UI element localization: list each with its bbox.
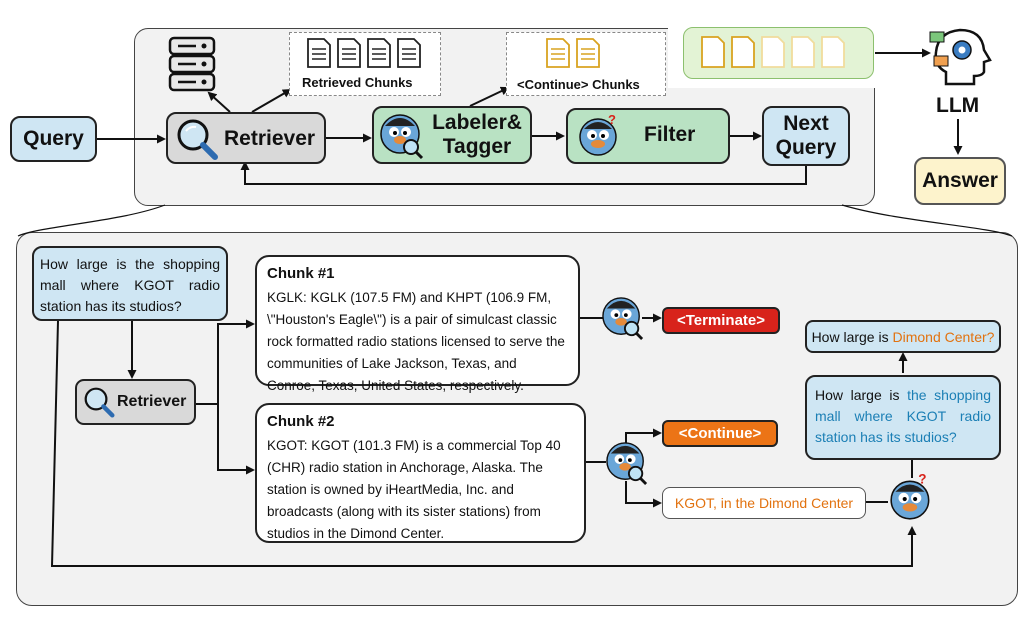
question-box: How large is the shopping mall where KGO…	[32, 246, 228, 321]
arrow-labeler-to-extract	[625, 481, 662, 508]
next-query-line1: Next	[783, 112, 829, 135]
arrow-retriever-branch-2	[217, 404, 255, 475]
magnifier-icon	[84, 387, 115, 418]
zoom-line-left	[17, 204, 166, 237]
final-query-box: How large is Dimond Center?	[805, 320, 1001, 353]
retriever-label: Retriever	[224, 127, 316, 150]
continue-chunks-label: <Continue> Chunks	[517, 77, 640, 92]
final-highlight: Dimond Center?	[892, 328, 995, 345]
arrow-retriever-to-retrieved	[251, 88, 292, 113]
cartoon-labeler-icon	[380, 114, 424, 160]
chunk1-box: Chunk #1 KGLK: KGLK (107.5 FM) and KHPT …	[255, 255, 580, 393]
rewrite-prefix: How large is	[815, 387, 908, 403]
brain-gear-icon	[929, 28, 992, 86]
cartoon-labeler-icon	[602, 297, 644, 341]
terminate-tag: <Terminate>	[662, 307, 780, 334]
query-label: Query	[23, 127, 84, 150]
chunk1-text: KGLK: KGLK (107.5 FM) and KHPT (106.9 FM…	[267, 290, 565, 393]
example-retriever-box: Retriever	[75, 379, 196, 425]
answer-box: Answer	[914, 157, 1006, 205]
arrow-nextquery-loop	[240, 161, 807, 185]
arrow-retriever-to-chunks	[207, 91, 231, 113]
extracted-info-box: KGOT, in the Dimond Center	[662, 487, 866, 519]
continue-label: <Continue>	[678, 425, 762, 442]
arrow-retriever-branch	[196, 319, 255, 405]
database-icon	[168, 36, 216, 92]
labeler-tagger-box: Labeler& Tagger	[372, 106, 532, 164]
zoom-line-right	[841, 204, 1013, 237]
extracted-info-text: KGOT, in the Dimond Center	[674, 495, 854, 511]
document-icon	[701, 36, 845, 68]
arrow-labeler-to-continue	[625, 428, 662, 443]
query-box: Query	[10, 116, 97, 162]
chunk2-text: KGOT: KGOT (101.3 FM) is a commercial To…	[267, 438, 561, 541]
filter-box: ? Filter	[566, 108, 730, 164]
llm-label: LLM	[936, 94, 980, 117]
continue-tag: <Continue>	[662, 420, 778, 447]
labeler-label-line2: Tagger	[442, 135, 512, 158]
filter-label: Filter	[644, 123, 696, 146]
magnifier-icon	[177, 119, 218, 160]
final-prefix: How large is	[811, 328, 893, 345]
retriever-box: Retriever	[166, 112, 326, 164]
cartoon-filter-icon: ?	[890, 473, 930, 520]
filtered-chunks-bar	[683, 27, 874, 79]
cartoon-labeler-icon	[606, 442, 648, 486]
next-query-box: Next Query	[762, 106, 850, 166]
retrieved-chunks-label: Retrieved Chunks	[302, 75, 413, 90]
chunk2-box: Chunk #2 KGOT: KGOT (101.3 FM) is a comm…	[255, 403, 586, 543]
cartoon-filter-icon: ?	[579, 113, 617, 156]
rewritten-question-box: How large is the shopping mall where KGO…	[805, 375, 1001, 460]
document-icon	[546, 38, 600, 68]
question-text: How large is the shopping mall where KGO…	[40, 256, 220, 314]
document-icon	[307, 38, 421, 68]
svg-text:?: ?	[608, 113, 616, 127]
chunk1-title: Chunk #1	[267, 265, 335, 282]
retrieved-chunks-box: Retrieved Chunks	[289, 32, 441, 96]
rewrite-highlight: the shopping mall where KGOT radio stati…	[815, 387, 991, 445]
arrow-question-loop	[50, 320, 917, 567]
labeler-label-line1: Labeler&	[432, 111, 522, 134]
example-retriever-label: Retriever	[117, 393, 187, 410]
svg-text:?: ?	[918, 473, 926, 486]
terminate-label: <Terminate>	[676, 312, 766, 329]
next-query-line2: Query	[775, 136, 837, 159]
arrow-labeler-to-continue-chunks	[469, 86, 510, 107]
continue-chunks-box: <Continue> Chunks	[506, 32, 666, 96]
answer-label: Answer	[922, 169, 998, 192]
chunk2-title: Chunk #2	[267, 413, 335, 430]
